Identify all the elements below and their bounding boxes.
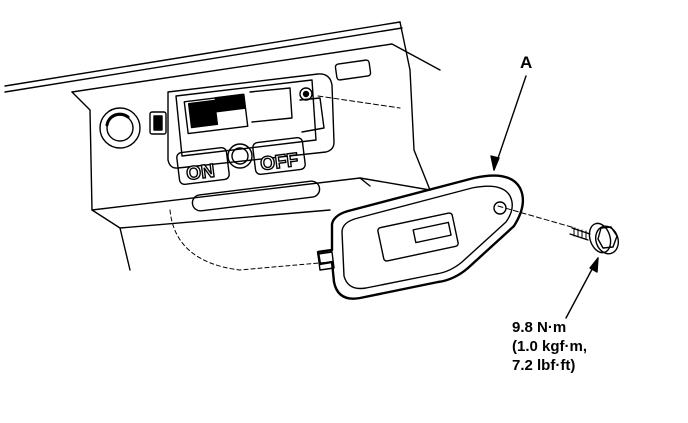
torque-line-3: 7.2 lbf·ft): [512, 357, 576, 374]
alignment-line: [317, 95, 576, 229]
dashboard-panel: [4, 21, 441, 271]
top-slot: [334, 59, 372, 81]
part-a-label: A: [520, 53, 533, 72]
torque-line-2: (1.0 kgf·m,: [512, 338, 588, 355]
small-button: [149, 111, 167, 135]
hidden-outline: [169, 209, 331, 271]
cover-part-a: [316, 174, 525, 300]
switch-housing: [167, 73, 335, 169]
torque-spec: 9.8 N·m (1.0 kgf·m, 7.2 lbf·ft): [512, 318, 587, 375]
knob: [99, 107, 141, 149]
screw: [569, 222, 620, 255]
on-off-switch: [176, 136, 306, 186]
lower-slot: [191, 180, 321, 212]
on-label: ON: [185, 161, 216, 185]
off-label: OFF: [259, 150, 299, 175]
leader-arrow-torque: [565, 257, 599, 319]
torque-line-1: 9.8 N·m: [512, 319, 567, 336]
leader-arrow-a: [490, 75, 527, 171]
